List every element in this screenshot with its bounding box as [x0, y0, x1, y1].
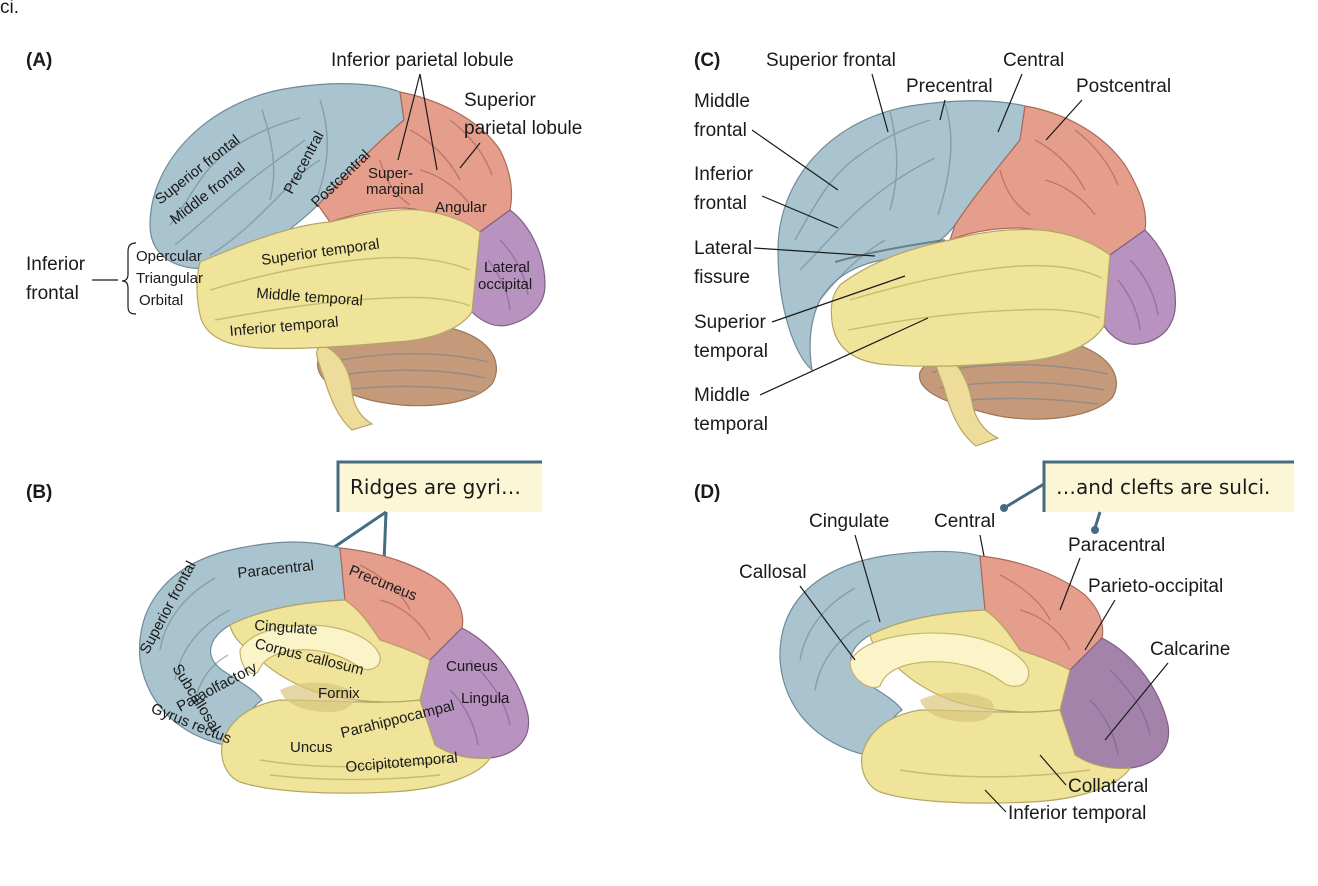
label-c-middle-temporal-2: temporal: [694, 414, 768, 435]
panel-c-brainstem: [934, 351, 1000, 447]
label-d-cingulate: Cingulate: [809, 511, 889, 532]
callout-clefts-are-sulci: …and clefts are sulci.: [1000, 460, 1294, 534]
brace-a-inferior-frontal: [121, 242, 137, 315]
callout-d-box: [1044, 462, 1294, 512]
panel-d-corpus-callosum: [849, 632, 1030, 689]
label-b-cingulate: Cingulate: [254, 617, 318, 638]
panel-a-label: (A): [26, 50, 52, 71]
panel-d-brain: [779, 550, 1170, 804]
label-d-parieto-occipital: Parieto-occipital: [1088, 576, 1223, 597]
label-c-lateral-fissure-2: fissure: [694, 267, 750, 288]
leader-c-superior-temporal: [771, 275, 906, 323]
leader-inferior-parietal: [397, 73, 438, 171]
leader-d-inferior-temporal: [984, 789, 1007, 813]
label-a-lateral-occipital-1: Lateral: [484, 259, 530, 276]
callout-b-text: Ridges are gyri…: [350, 475, 521, 499]
label-d-paracentral: Paracentral: [1068, 535, 1165, 556]
label-b-fornix: Fornix: [318, 685, 360, 702]
label-c-superior-temporal-2: temporal: [694, 341, 768, 362]
leader-c-middle-temporal: [759, 317, 929, 396]
callout-d-text: …and clefts are sulci.: [1056, 475, 1270, 499]
panel-a-brainstem: [316, 344, 374, 431]
leader-d-callosal: [799, 585, 856, 661]
label-b-uncus: Uncus: [290, 739, 333, 756]
panel-c-label: (C): [694, 50, 720, 71]
label-c-superior-temporal-1: Superior: [694, 312, 766, 333]
panel-b: (B) Ridges are gyri… Superior frontal Pa…: [26, 460, 542, 794]
leader-c-central: [997, 73, 1023, 133]
label-a-opercular: Opercular: [136, 248, 202, 265]
leader-d-central: [979, 534, 985, 557]
panel-a-occipital-lobe: [471, 209, 546, 327]
label-superior-parietal-2: parietal lobule: [464, 118, 582, 139]
label-c-lateral-fissure-1: Lateral: [694, 238, 752, 259]
label-b-cuneus: Cuneus: [446, 658, 498, 675]
label-b-lingula: Lingula: [461, 690, 510, 707]
panel-b-corpus-callosum: [239, 624, 381, 675]
label-d-central: Central: [934, 511, 995, 532]
label-a-orbital: Orbital: [139, 292, 183, 309]
panel-c-temporal-lobe: [830, 228, 1111, 367]
label-c-postcentral: Postcentral: [1076, 76, 1171, 97]
label-d-callosal: Callosal: [739, 562, 807, 583]
leader-d-calcarine: [1104, 662, 1169, 741]
label-d-inferior-temporal: Inferior temporal: [1008, 803, 1146, 824]
label-a-triangular: Triangular: [136, 270, 203, 287]
leader-c-superior-frontal: [871, 73, 889, 133]
label-inferior-parietal-lobule: Inferior parietal lobule: [331, 50, 514, 71]
leader-c-middle-frontal: [751, 129, 839, 191]
label-a-supermarginal-2: marginal: [366, 181, 424, 198]
label-a-angular: Angular: [435, 199, 487, 216]
panel-c: (C) Superior frontal Central Precentral …: [694, 50, 1177, 447]
label-a-inferior-frontal-1: Inferior: [26, 254, 86, 275]
label-d-collateral: Collateral: [1068, 776, 1148, 797]
leader-d-paracentral: [1059, 557, 1081, 611]
leader-d-cingulate: [854, 534, 881, 623]
leader-superior-parietal: [459, 142, 481, 169]
panel-c-frontal-lobe: [777, 100, 1026, 372]
panel-d: (D) …and clefts are sulci. Cingulate: [694, 460, 1294, 824]
panel-c-brain: [777, 100, 1177, 447]
label-c-central: Central: [1003, 50, 1064, 71]
panel-b-brain: [139, 541, 530, 794]
leader-d-collateral: [1039, 754, 1067, 786]
label-a-inferior-frontal-2: frontal: [26, 283, 79, 304]
callout-b-box: [338, 462, 542, 512]
leader-d-parieto-occipital: [1084, 599, 1116, 651]
label-c-middle-temporal-1: Middle: [694, 385, 750, 406]
leader-c-lateral-fissure: [753, 247, 876, 257]
panel-a-brain: [149, 83, 546, 431]
label-c-inferior-frontal-1: Inferior: [694, 164, 754, 185]
panel-d-label: (D): [694, 482, 720, 503]
label-a-lateral-occipital-2: occipital: [478, 276, 532, 293]
callout-ridges-are-gyri: Ridges are gyri…: [326, 460, 542, 567]
leader-c-inferior-frontal: [761, 195, 839, 229]
label-superior-parietal-1: Superior: [464, 90, 536, 111]
panel-a: (A) Inferior parietal lobule Superior pa: [26, 50, 582, 431]
panel-b-label: (B): [26, 482, 52, 503]
leader-c-postcentral: [1045, 99, 1083, 141]
label-c-middle-frontal-2: frontal: [694, 120, 747, 141]
top-text-fragment: ci.: [0, 0, 19, 18]
panel-c-occipital-lobe: [1103, 229, 1177, 345]
leader-c-precentral: [939, 99, 946, 121]
label-c-superior-frontal: Superior frontal: [766, 50, 896, 71]
label-d-calcarine: Calcarine: [1150, 639, 1230, 660]
label-c-inferior-frontal-2: frontal: [694, 193, 747, 214]
label-c-precentral: Precentral: [906, 76, 993, 97]
panel-a-temporal-lobe: [196, 209, 481, 350]
label-c-middle-frontal-1: Middle: [694, 91, 750, 112]
panel-b-temporal-region: [221, 699, 492, 794]
label-a-supermarginal-1: Super-: [368, 165, 413, 182]
panel-d-temporal-region: [861, 709, 1132, 804]
